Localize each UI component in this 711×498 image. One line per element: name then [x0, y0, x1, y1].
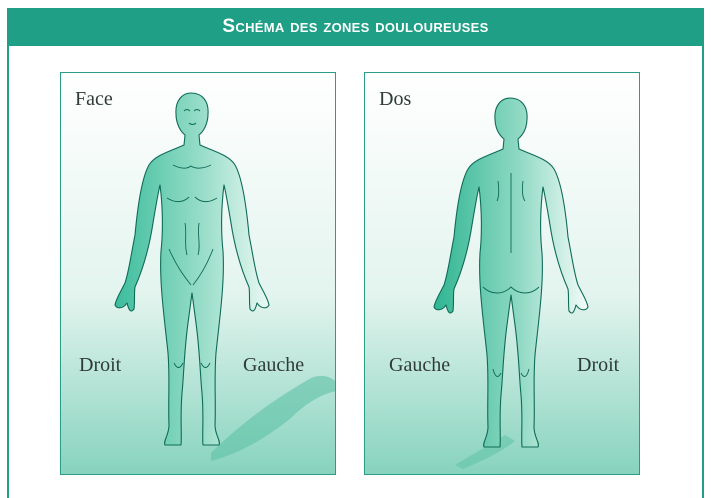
front-side-right-label: Gauche	[243, 354, 304, 376]
back-view-panel[interactable]: Dos Gauche Droit	[364, 72, 640, 475]
front-view-panel[interactable]: Face Droit Gauche	[60, 72, 336, 475]
page-title: Schéma des zones douloureuses	[222, 16, 488, 38]
back-side-left-label: Gauche	[389, 354, 450, 376]
front-view-label: Face	[75, 88, 113, 110]
front-body-diagram[interactable]: Face Droit Gauche	[61, 73, 336, 475]
header-bar: Schéma des zones douloureuses	[7, 8, 704, 46]
back-side-right-label: Droit	[577, 354, 620, 376]
back-view-label: Dos	[379, 88, 411, 110]
back-body-diagram[interactable]: Dos Gauche Droit	[365, 73, 640, 475]
front-side-left-label: Droit	[79, 354, 122, 376]
